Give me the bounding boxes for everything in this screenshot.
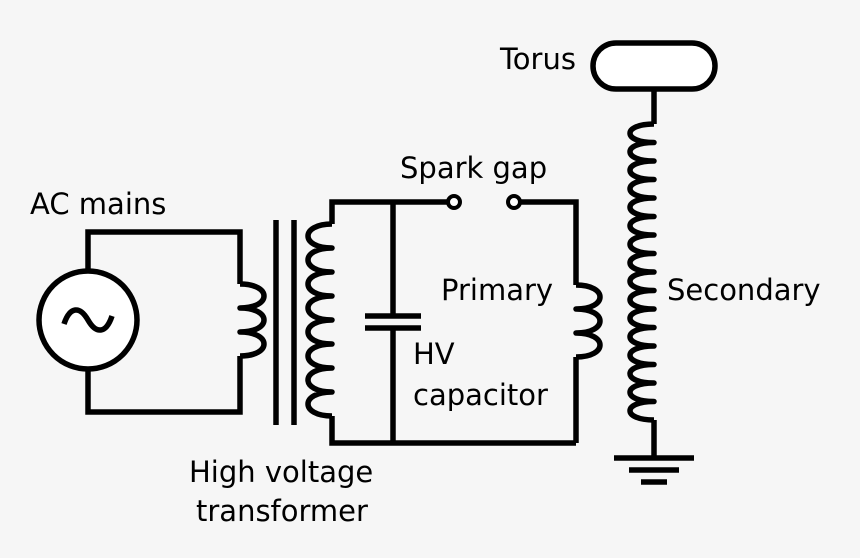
- transformer-secondary-coil: [305, 221, 335, 419]
- label-transformer-line1: High voltage: [189, 455, 373, 489]
- spark-gap-electrode-right: [506, 194, 522, 210]
- torus-shape: [590, 40, 718, 92]
- mains-wire-top: [85, 229, 243, 284]
- primary-wire-top: [520, 199, 579, 285]
- label-ac-mains: AC mains: [30, 187, 166, 221]
- transformer-primary-coil: [237, 281, 267, 359]
- primary-coil: [573, 282, 603, 360]
- label-primary: Primary: [441, 273, 553, 307]
- label-secondary: Secondary: [667, 273, 821, 307]
- spark-gap-electrode-left: [446, 194, 462, 210]
- mains-wire-bottom: [85, 356, 243, 415]
- ac-source: [36, 268, 140, 372]
- label-spark-gap: Spark gap: [400, 151, 547, 185]
- secondary-coil: [627, 121, 657, 423]
- label-torus: Torus: [499, 42, 576, 76]
- label-hv-capacitor-line2: capacitor: [413, 378, 548, 412]
- label-transformer-line2: transformer: [196, 494, 368, 528]
- hv-wire-bottom: [329, 416, 576, 446]
- label-hv-capacitor-line1: HV: [413, 337, 455, 371]
- hv-wire-top: [329, 199, 447, 224]
- ground-icon: [614, 455, 694, 485]
- sine-wave-icon: [61, 307, 115, 333]
